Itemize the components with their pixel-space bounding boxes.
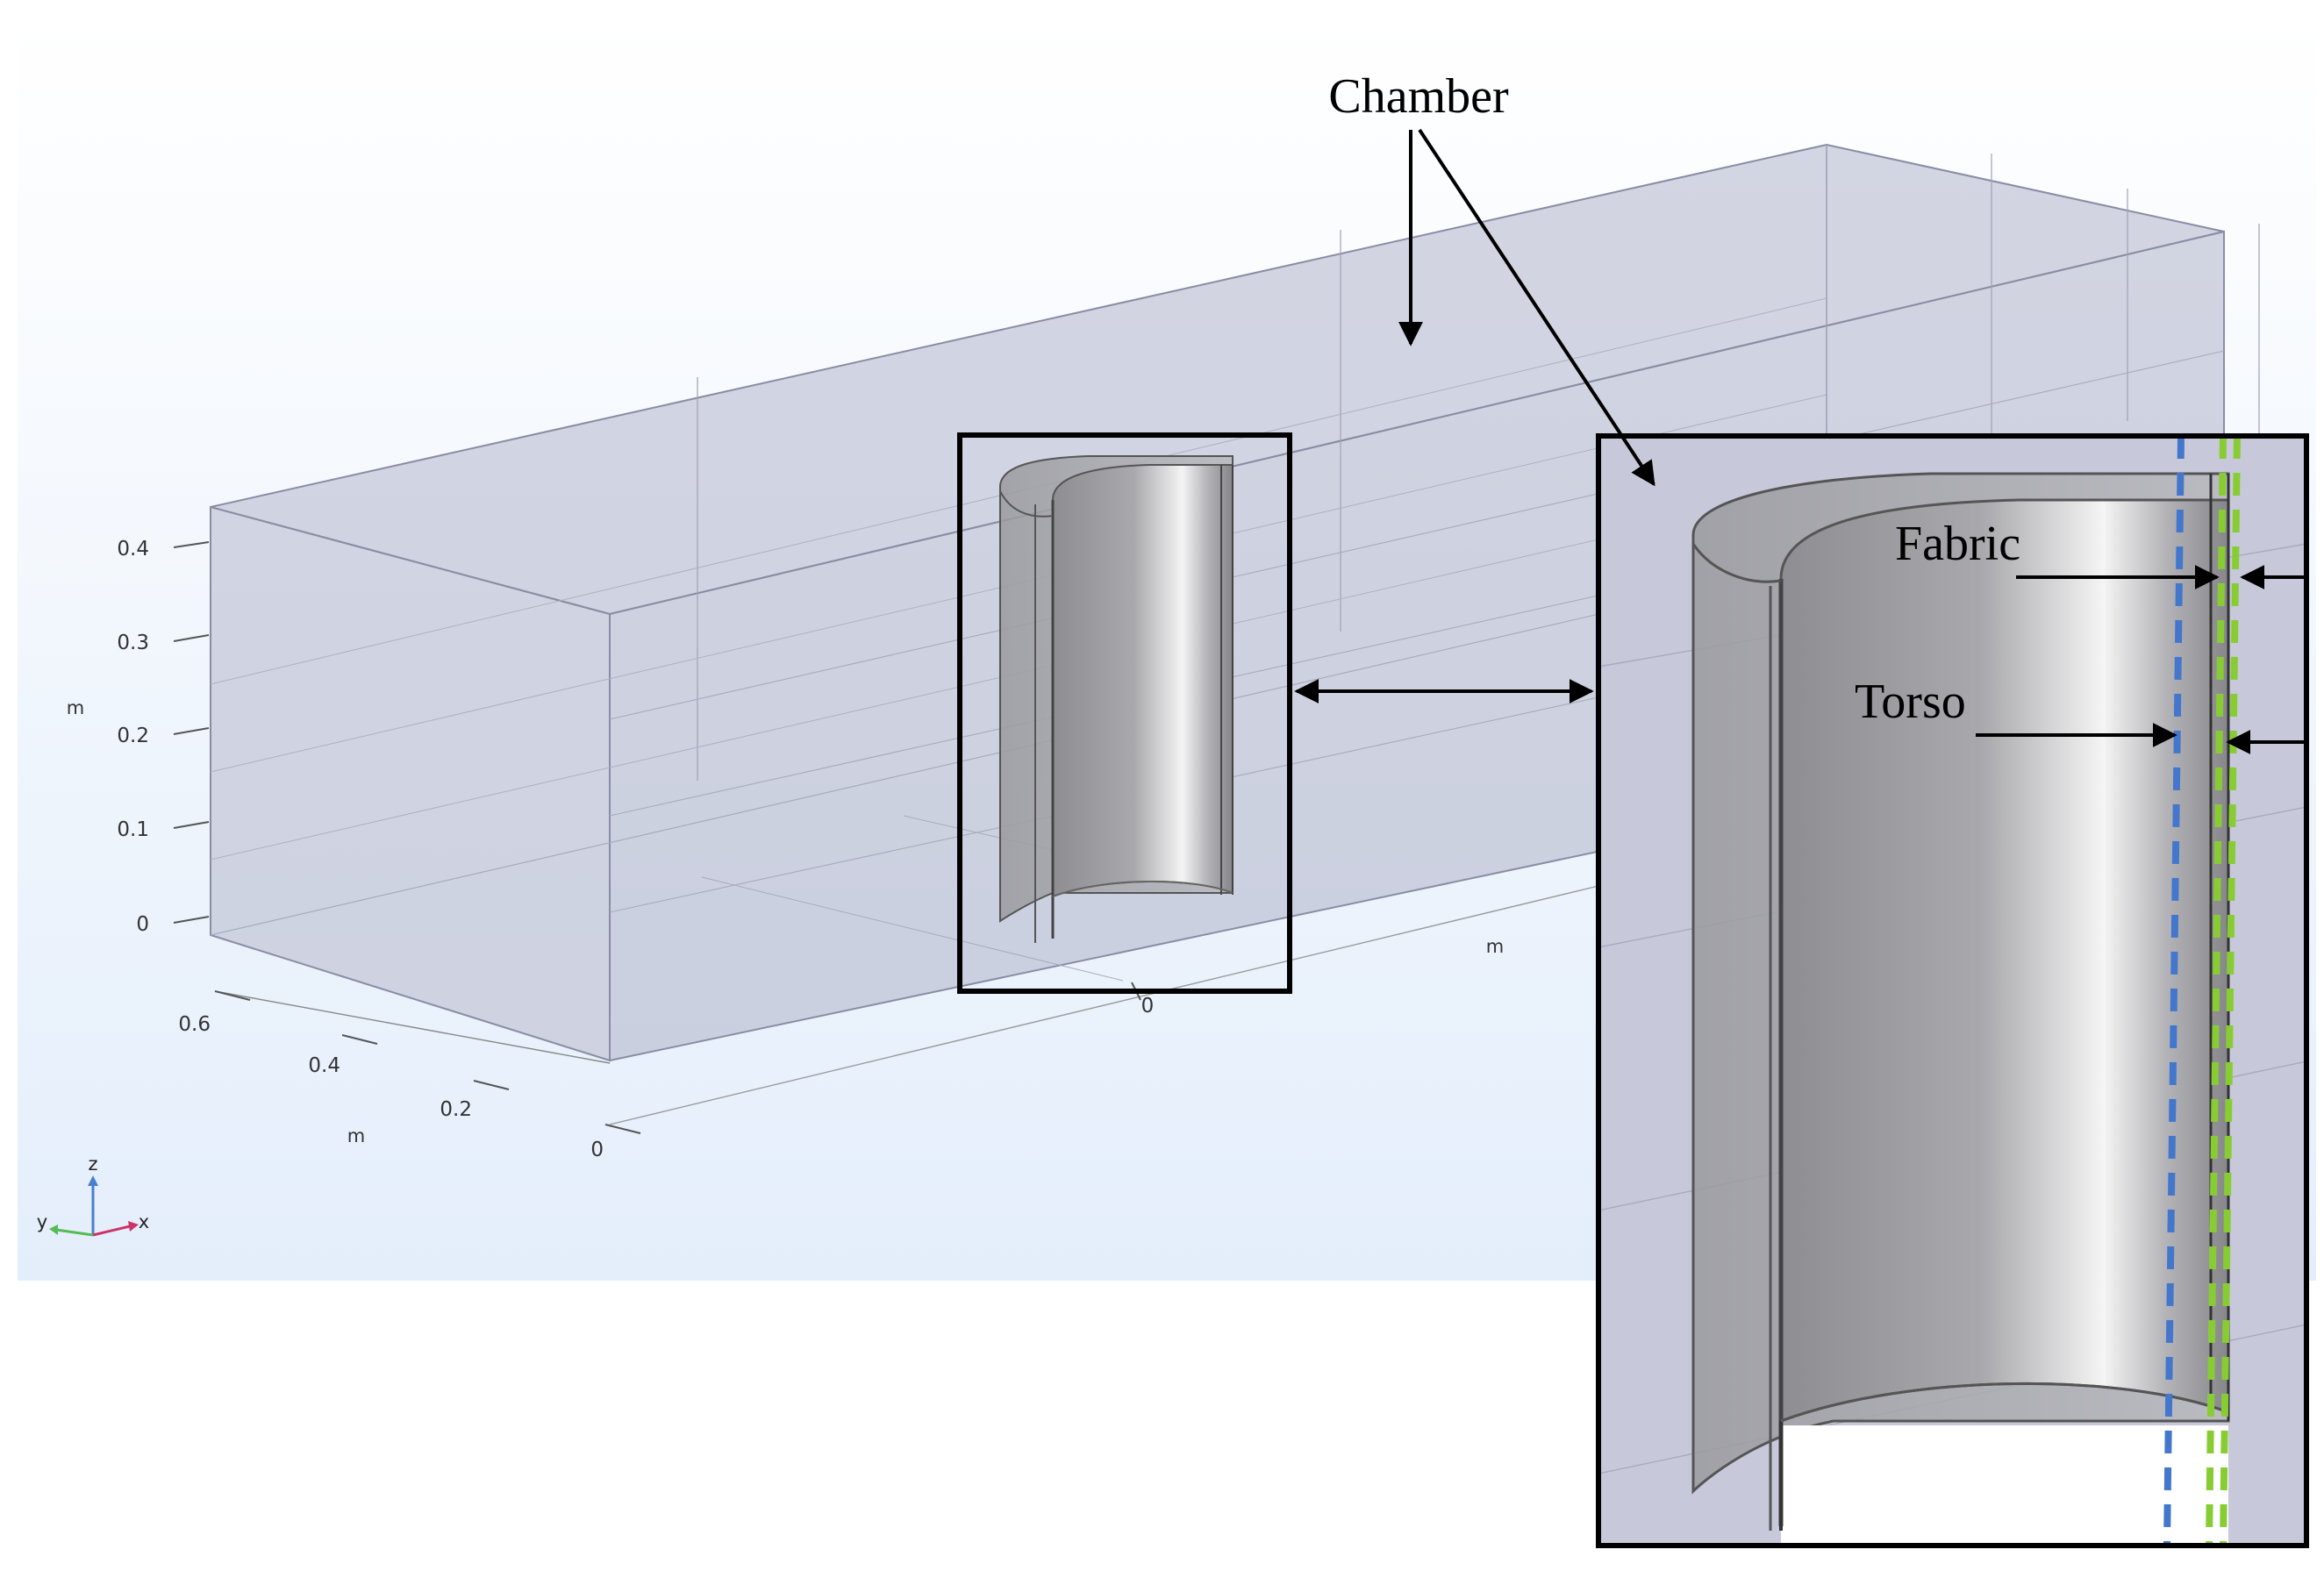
y-tick-label: 0.4 [308, 1054, 340, 1077]
triad-x-label: x [139, 1211, 149, 1232]
z-tick-label: 0.4 [117, 538, 149, 561]
zoom-inset-frame [1596, 433, 2309, 1548]
zoomed-view: Fabric Torso [1598, 436, 2306, 1546]
z-tick-label: 0.1 [117, 818, 149, 841]
torso-boundary-line [2163, 436, 2185, 1546]
small-inset-frame [957, 432, 1292, 994]
fabric-label: Fabric [1895, 517, 2020, 571]
chamber-grid-line [609, 350, 2225, 720]
z-tick-label: 0.2 [117, 725, 149, 747]
triad-y-label: y [37, 1211, 47, 1232]
y-tick-label: 0.2 [440, 1098, 472, 1121]
x-axis: 0 m [609, 885, 1599, 1125]
y-tick-label: 0.6 [178, 1013, 211, 1036]
z-axis-unit: m [67, 697, 84, 718]
chamber-grid-line [701, 876, 1124, 982]
triad-x-arrow [92, 1225, 131, 1237]
z-axis: 0.4 0.3 0.2 0.1 0 m [67, 538, 210, 936]
z-tick-label: 0.3 [117, 632, 149, 654]
axis-triad: z y x [37, 1153, 149, 1237]
triad-z-label: z [88, 1153, 97, 1175]
fabric-inner-boundary-line [2206, 436, 2227, 1546]
y-tick-label: 0 [590, 1139, 604, 1161]
x-tick-label: 0 [1141, 995, 1155, 1018]
fabric-outer-boundary-line [2220, 436, 2241, 1546]
y-axis-unit: m [347, 1125, 365, 1146]
y-axis: 0.6 0.4 0.2 0 m [178, 990, 641, 1161]
chamber-arrow-diagonal [1418, 128, 1655, 487]
chamber-label: Chamber [1328, 69, 1509, 124]
triad-y-arrow [55, 1228, 94, 1237]
x-axis-unit: m [1486, 936, 1504, 957]
cylinder-inner-zoom [1779, 498, 2230, 1424]
z-tick-label: 0 [136, 913, 149, 936]
torso-label: Torso [1855, 675, 1966, 729]
torso-fabric-model [999, 455, 1234, 943]
cylinder-inner [1052, 464, 1234, 898]
